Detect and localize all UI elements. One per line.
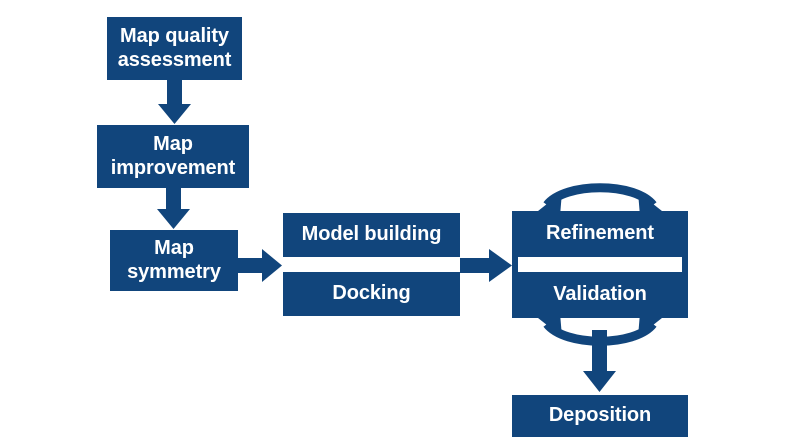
node-refinement[interactable]: Refinement bbox=[512, 211, 688, 257]
node-label: Docking bbox=[332, 282, 411, 305]
node-label: Validation bbox=[553, 283, 647, 306]
node-map-symmetry[interactable]: Map symmetry bbox=[110, 230, 238, 291]
node-docking[interactable]: Docking bbox=[283, 272, 460, 316]
node-label: Model building bbox=[301, 223, 442, 246]
connector-build-dock-to-refine-validate bbox=[460, 249, 512, 282]
node-validation[interactable]: Validation bbox=[512, 272, 688, 318]
node-map-quality-assessment[interactable]: Map quality assessment bbox=[107, 17, 242, 80]
node-model-building[interactable]: Model building bbox=[283, 213, 460, 257]
node-label: Map improvement bbox=[110, 132, 236, 179]
refinement-validation-gap-edge-right bbox=[682, 256, 688, 273]
connector-map-improvement-to-map-symmetry bbox=[157, 188, 190, 229]
connector-map-symmetry-to-build-dock bbox=[238, 249, 282, 282]
connector-cycle-to-deposition bbox=[583, 330, 616, 392]
node-label: Map symmetry bbox=[127, 236, 221, 283]
node-label: Refinement bbox=[546, 222, 654, 245]
connector-map-quality-to-map-improvement bbox=[158, 80, 191, 124]
node-deposition[interactable]: Deposition bbox=[512, 395, 688, 437]
node-label: Deposition bbox=[548, 404, 652, 427]
node-label: Map quality assessment bbox=[117, 24, 232, 71]
node-map-improvement[interactable]: Map improvement bbox=[97, 125, 249, 188]
refinement-validation-gap-edge-left bbox=[512, 256, 518, 273]
